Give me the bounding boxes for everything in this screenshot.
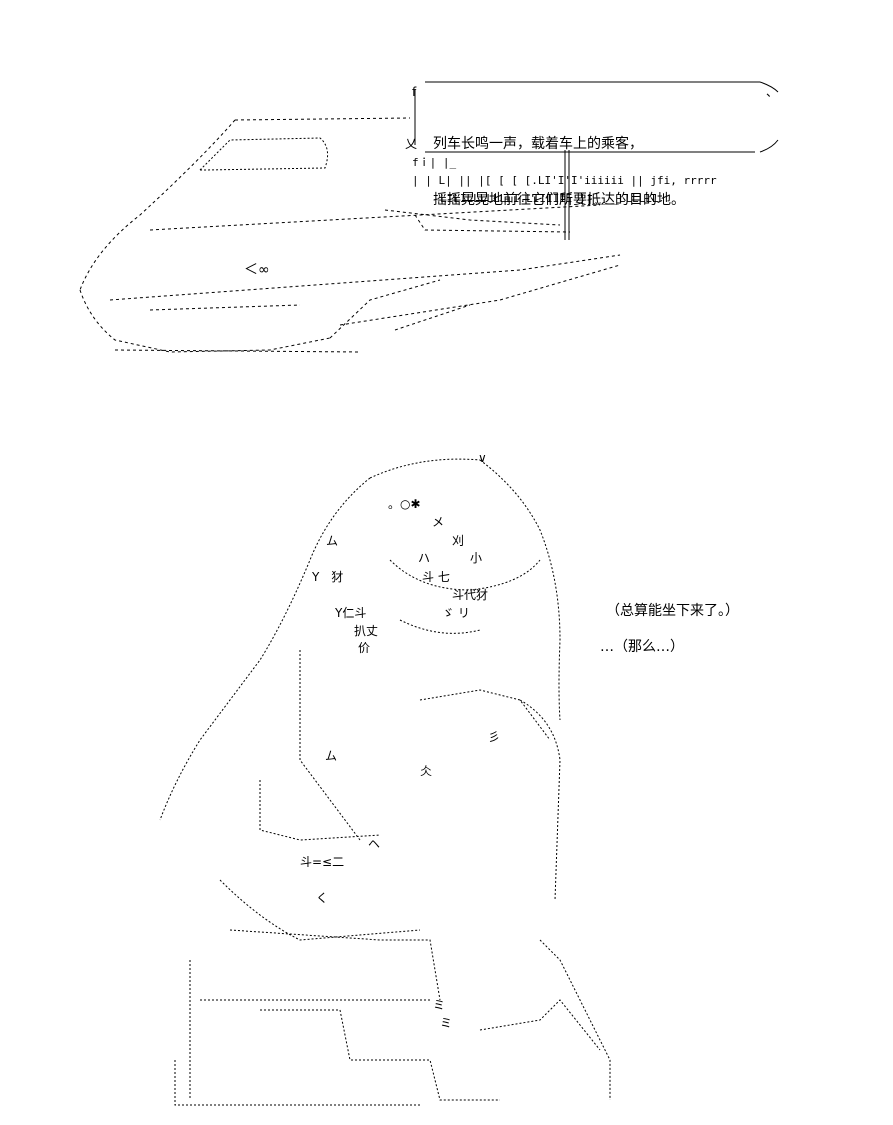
train-windows: fｉ| |_ | | L| || |[ [ [ [.LI'I'I'iiiiii … bbox=[412, 156, 717, 205]
girl-glyphs: ∨ 。○✱ メ ム 刈 ハ 小 Y 犲 斗 七 斗代犲 Y仁斗 ゞ リ 扒丈 价… bbox=[300, 451, 500, 1030]
thought-text-then: …（那么…） bbox=[600, 639, 684, 655]
svg-text:く: く bbox=[316, 891, 328, 905]
svg-text:Y 犲: Y 犲 bbox=[311, 570, 343, 584]
train-emblem: ＜∞ bbox=[244, 262, 270, 278]
svg-text:价: 价 bbox=[358, 641, 370, 655]
svg-text:ミ: ミ bbox=[433, 998, 445, 1012]
svg-text:仌: 仌 bbox=[420, 764, 432, 778]
svg-text:刈: 刈 bbox=[452, 534, 464, 548]
speech-bubble: f 、 乂 bbox=[405, 81, 779, 153]
speech-line: 列车长鸣一声，载着车上的乘客， bbox=[433, 136, 643, 152]
girl-drawing bbox=[159, 458, 611, 1106]
svg-text:扒丈: 扒丈 bbox=[354, 624, 378, 638]
svg-text:ハ: ハ bbox=[418, 551, 430, 565]
train-drawing bbox=[79, 117, 621, 353]
speech-line: 摇摇晃晃地前往它们所要抵达的目的地。 bbox=[433, 192, 685, 208]
train-window-row: LILILLLLLLLI.LIIIIII ||____LLLLLL bbox=[440, 192, 659, 205]
svg-text:ム: ム bbox=[325, 749, 337, 763]
svg-text:。○✱: 。○✱ bbox=[388, 497, 421, 511]
svg-text:斗 七: 斗 七 bbox=[422, 570, 450, 584]
svg-text:斗代犲: 斗代犲 bbox=[452, 588, 488, 602]
svg-text:∨: ∨ bbox=[478, 451, 487, 465]
svg-text:斗=≤二: 斗=≤二 bbox=[300, 855, 344, 869]
svg-text:f: f bbox=[412, 85, 417, 99]
svg-text:ゞ リ: ゞ リ bbox=[442, 606, 470, 620]
svg-text:乂: 乂 bbox=[405, 137, 417, 151]
svg-text:Y仁斗: Y仁斗 bbox=[334, 606, 366, 620]
svg-text:ミ: ミ bbox=[440, 1016, 452, 1030]
train-window-row: fｉ| |_ bbox=[412, 156, 456, 169]
svg-text:彡: 彡 bbox=[488, 730, 500, 744]
speech-bubble-text: 列车长鸣一声，载着车上的乘客， 摇摇晃晃地前往它们所要抵达的目的地。 bbox=[433, 99, 685, 229]
svg-text:ム: ム bbox=[326, 534, 338, 548]
thought-text-sit: （总算能坐下来了。） bbox=[606, 603, 739, 619]
svg-text:メ: メ bbox=[432, 515, 444, 529]
svg-text:ヘ: ヘ bbox=[368, 837, 380, 851]
svg-text:、: 、 bbox=[766, 85, 778, 99]
svg-text:小: 小 bbox=[470, 551, 482, 565]
